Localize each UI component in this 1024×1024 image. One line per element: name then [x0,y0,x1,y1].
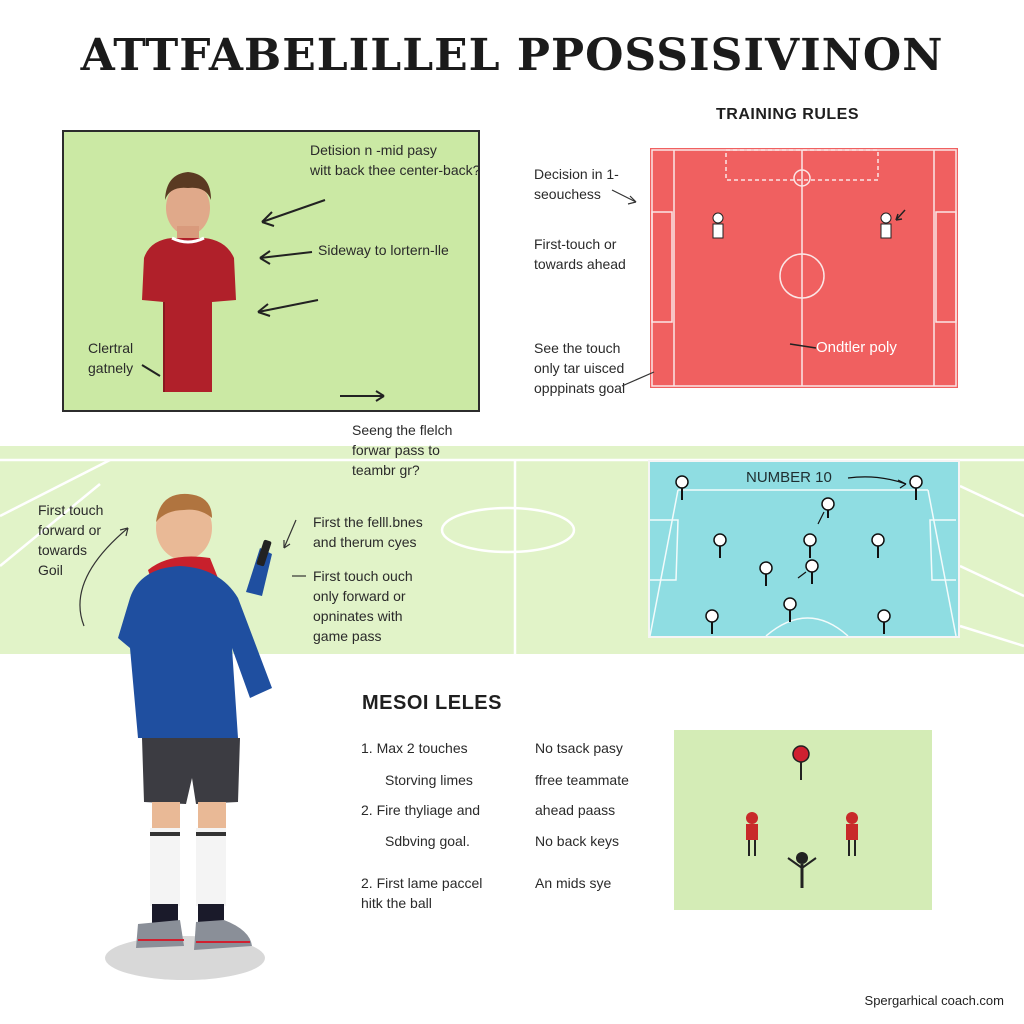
credit-text: Spergarhical coach.com [864,993,1004,1008]
small-pitch-players [746,745,858,888]
band-first-fell-text: First the felll.bnes and therum cyes [313,514,423,550]
rule-right-4: No back keys [535,833,620,849]
red-see-touch-text: See the touch only tar uisced opppinats … [534,340,626,396]
field-band-lines [0,458,1024,654]
red-decision-text: Decision in 1- seouchess [534,166,619,202]
green-central-text: Clertral gatnely [88,340,134,376]
red-pitch-label: Ondtler poly [816,339,897,356]
rule-left-5: 2. First lame paccel hitk the ball [361,875,483,911]
number-10-label: NUMBER 10 [746,469,832,486]
red-first-touch-text: First-touch or towards ahead [534,236,626,272]
training-rules-heading: TRAINING RULES [716,106,859,123]
red-tactical-pitch [650,148,958,388]
rule-left-2: Storving limes [385,772,473,788]
rule-right-1: No tsack pasy [535,740,623,756]
rule-left-3: 2. Fire thyliage and [361,802,481,818]
rules-heading: MESOI LELES [362,692,502,714]
rule-right-3: ahead paass [535,802,616,818]
band-first-touch-ouch-text: First touch ouch only forward or opninat… [313,568,413,644]
page-title: ATTFABELILLEL PPOSSISIVINON [80,30,944,81]
player-back-panel [62,130,480,412]
teal-pitch-lines [649,475,957,637]
rule-left-1: 1. Max 2 touches [361,740,468,756]
green-decision-text: Detision n -mid pasy witt back thee cent… [310,142,481,178]
rule-right-2: ffree teammate [535,772,629,788]
rule-left-4: Sdbving goal. [385,833,470,849]
band-first-touch-goal-text: First touch forward or towards Goil [38,502,104,578]
coach-illustration [105,493,272,980]
rule-right-5: An mids sye [535,875,612,891]
band-seeing-text: Seeng the flelch forwar pass to teambr g… [352,422,453,478]
green-sideway-text: Sideway to lortern-lle [318,242,449,258]
player-back-illustration [142,172,236,392]
red-pitch-lines [651,149,957,387]
